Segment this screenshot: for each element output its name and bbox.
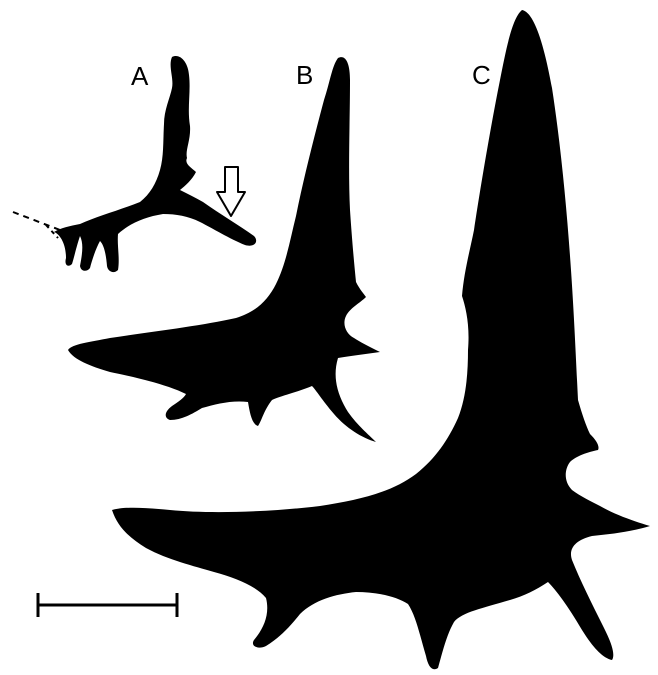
specimen-a-silhouette [54, 56, 256, 272]
panel-label-c: C [472, 60, 491, 90]
dashed-extension-line [13, 212, 60, 230]
panel-label-b: B [296, 60, 313, 90]
panel-a: A [13, 56, 256, 272]
panel-label-a: A [131, 61, 149, 91]
scale-bar [38, 593, 177, 617]
down-arrow-icon [217, 167, 245, 216]
